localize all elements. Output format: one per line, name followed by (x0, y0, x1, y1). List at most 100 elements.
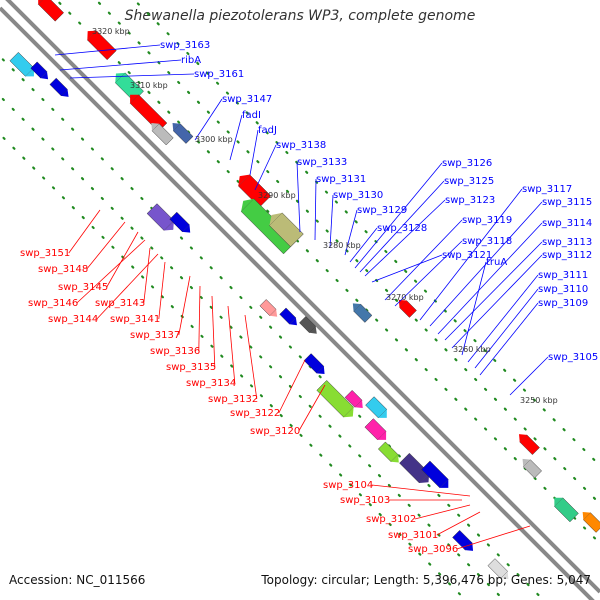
track-dot (279, 413, 283, 418)
track-dot (408, 542, 412, 546)
forward-gene-label[interactable]: swp_3147 (222, 94, 272, 105)
track-dot (483, 348, 487, 353)
forward-gene-label[interactable]: swp_3115 (542, 197, 592, 208)
track-dot (266, 170, 270, 174)
track-dot (592, 536, 597, 540)
track-dot (493, 397, 498, 401)
track-dot (278, 335, 283, 339)
reverse-gene-label[interactable]: swp_3146 (28, 298, 78, 309)
reverse-gene-label[interactable]: swp_3122 (230, 408, 280, 419)
reverse-gene-label[interactable]: swp_3148 (38, 264, 88, 275)
forward-gene-label[interactable]: swp_3112 (542, 250, 592, 261)
track-dot (328, 424, 332, 428)
forward-gene-label[interactable]: swp_3113 (542, 237, 592, 248)
track-dot (543, 447, 547, 451)
reverse-gene-label[interactable]: swp_3096 (408, 544, 458, 555)
forward-leader (314, 178, 317, 241)
track-dot (453, 319, 457, 323)
forward-gene-label[interactable]: swp_3131 (316, 174, 366, 185)
reverse-gene-label[interactable]: swp_3135 (166, 362, 216, 373)
track-dot (249, 305, 253, 309)
kbp-mark: 3280 kbp (323, 241, 361, 250)
forward-gene-label[interactable]: fadJ (258, 125, 277, 136)
track-dot (2, 136, 6, 140)
feature-arrow (398, 299, 407, 308)
reverse-gene-label[interactable]: swp_3137 (130, 330, 180, 341)
forward-gene-label[interactable]: swp_3110 (538, 284, 588, 295)
kbp-mark: 3260 kbp (453, 345, 491, 354)
track-dot (160, 256, 164, 260)
reverse-gene-label[interactable]: swp_3101 (388, 530, 438, 541)
forward-gene-label[interactable]: swp_3111 (538, 270, 588, 281)
track-dot (269, 404, 273, 408)
reverse-gene-label[interactable]: swp_3102 (366, 514, 416, 525)
track-dot (285, 150, 289, 155)
reverse-gene-label[interactable]: swp_3144 (48, 314, 98, 325)
feature-arrow (519, 434, 527, 442)
forward-gene-label[interactable]: ribA (181, 55, 201, 66)
reverse-gene-label[interactable]: swp_3141 (110, 314, 160, 325)
forward-gene-label[interactable]: swp_3126 (442, 158, 492, 169)
reverse-gene-label[interactable]: swp_3103 (340, 495, 390, 506)
feature-arrow (377, 431, 387, 440)
reverse-gene-label[interactable]: swp_3120 (250, 426, 300, 437)
track-dot (166, 32, 170, 36)
feature-arrow (182, 224, 191, 233)
forward-gene-label[interactable]: swp_3105 (548, 352, 598, 363)
track-dot (358, 493, 363, 497)
feature-arrow (343, 407, 354, 418)
forward-leader (349, 227, 378, 263)
reverse-gene-label[interactable]: swp_3104 (323, 480, 373, 491)
forward-gene-label[interactable]: fadI (242, 110, 261, 121)
forward-gene-label[interactable]: swp_3163 (160, 40, 210, 51)
reverse-gene-label[interactable]: swp_3145 (58, 282, 108, 293)
forward-gene-label[interactable]: swp_3125 (444, 176, 494, 187)
feature-arrow (465, 543, 474, 551)
reverse-gene-label[interactable]: swp_3134 (186, 378, 236, 389)
track-dot (220, 354, 224, 358)
reverse-gene-label[interactable]: swp_3136 (150, 346, 200, 357)
track-dot (209, 305, 213, 309)
reverse-leader (178, 275, 191, 336)
track-dot (71, 127, 75, 131)
forward-gene-label[interactable]: swp_3109 (538, 298, 588, 309)
forward-gene-label[interactable]: swp_3128 (377, 223, 427, 234)
track-dot (239, 295, 243, 300)
reverse-leader (227, 305, 236, 384)
feature-arrow (352, 303, 361, 312)
forward-gene-label[interactable]: swp_3133 (297, 157, 347, 168)
track-dot (275, 141, 279, 145)
track-dot (176, 42, 180, 46)
forward-leader (467, 274, 539, 363)
track-dot (127, 71, 131, 75)
track-dot (438, 572, 442, 576)
forward-leader (479, 302, 539, 376)
feature-arrow (500, 571, 509, 580)
forward-gene-label[interactable]: swp_3114 (542, 218, 592, 229)
forward-gene-label[interactable]: swp_3138 (276, 140, 326, 151)
track-dot (246, 150, 250, 154)
track-dot (384, 288, 389, 293)
reverse-gene-label[interactable]: swp_3143 (95, 298, 145, 309)
forward-gene-label[interactable]: swp_3117 (522, 184, 572, 195)
forward-gene-label[interactable]: swp_3121 (442, 250, 492, 261)
forward-gene-label[interactable]: swp_3123 (445, 195, 495, 206)
track-dot (78, 21, 82, 25)
forward-leader (296, 161, 301, 233)
forward-gene-label[interactable]: swp_3118 (462, 236, 512, 247)
track-dot (334, 200, 338, 204)
forward-leader (509, 356, 549, 396)
reverse-gene-label[interactable]: swp_3151 (20, 248, 70, 259)
track-dot (483, 387, 488, 391)
forward-gene-label[interactable]: truA (486, 257, 507, 268)
track-dot (31, 127, 35, 131)
track-dot (141, 275, 145, 279)
track-dot (91, 225, 95, 230)
forward-gene-label[interactable]: swp_3129 (357, 205, 407, 216)
reverse-leader (198, 285, 201, 352)
forward-gene-label[interactable]: swp_3119 (462, 215, 512, 226)
reverse-gene-label[interactable]: swp_3132 (208, 394, 258, 405)
forward-gene-label[interactable]: swp_3130 (333, 190, 383, 201)
forward-gene-label[interactable]: swp_3161 (194, 69, 244, 80)
forward-leader (394, 240, 463, 307)
